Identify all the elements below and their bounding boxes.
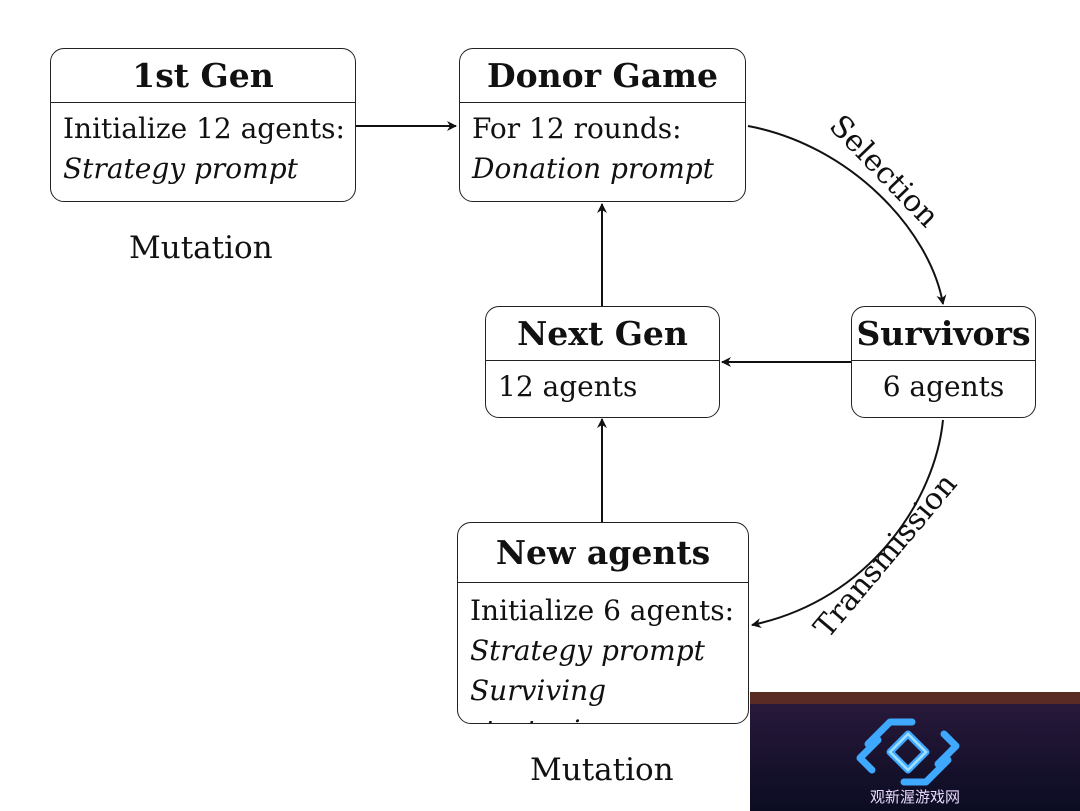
watermark-text: 观新渥游戏网 xyxy=(869,788,960,806)
watermark-logo: 观新渥游戏网 xyxy=(750,692,1080,811)
mutation-label-bottom: Mutation xyxy=(530,752,674,788)
selection-label: Selection xyxy=(822,108,945,234)
donor-game-title: Donor Game xyxy=(460,49,745,103)
next-gen-title: Next Gen xyxy=(486,307,719,361)
first-gen-line2: Strategy prompt xyxy=(63,152,298,185)
next-gen-box: Next Gen 12 agents xyxy=(485,306,720,418)
new-agents-box: New agents Initialize 6 agents: Strategy… xyxy=(457,522,749,724)
transmission-label: Transmission xyxy=(807,467,964,645)
new-agents-line3: Surviving strategies xyxy=(470,674,611,723)
survivors-line1: 6 agents xyxy=(882,370,1005,403)
donor-game-box: Donor Game For 12 rounds: Donation promp… xyxy=(459,48,746,202)
new-agents-line1: Initialize 6 agents: xyxy=(470,594,735,627)
donor-game-line2: Donation prompt xyxy=(472,152,714,185)
mutation-label-top: Mutation xyxy=(129,230,273,266)
new-agents-title: New agents xyxy=(458,523,748,583)
arrow-selection xyxy=(747,125,947,305)
first-gen-title: 1st Gen xyxy=(51,49,355,103)
first-gen-line1: Initialize 12 agents: xyxy=(63,112,345,145)
survivors-title: Survivors xyxy=(852,307,1035,361)
new-agents-line2: Strategy prompt xyxy=(470,634,705,667)
arrow-transmission xyxy=(751,419,944,629)
watermark-emblem-icon xyxy=(856,718,960,786)
survivors-box: Survivors 6 agents xyxy=(851,306,1036,418)
donor-game-line1: For 12 rounds: xyxy=(472,112,682,145)
first-gen-box: 1st Gen Initialize 12 agents: Strategy p… xyxy=(50,48,356,202)
watermark-bar xyxy=(750,692,1080,704)
next-gen-line1: 12 agents xyxy=(498,370,638,403)
